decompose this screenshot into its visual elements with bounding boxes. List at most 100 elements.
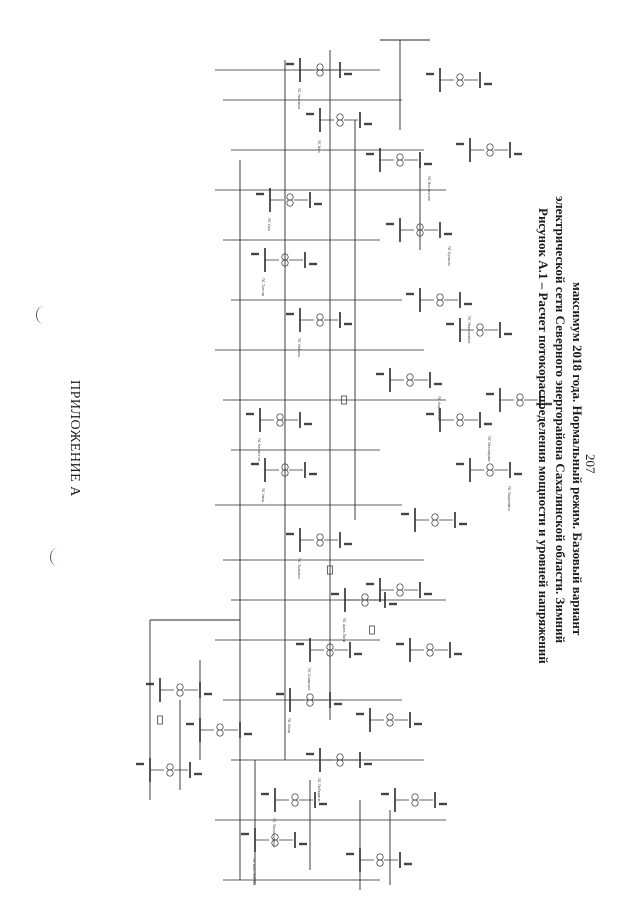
substation-label: ПС Леонидово: [487, 436, 491, 462]
value-tag: [381, 792, 389, 796]
value-tag: [356, 712, 364, 716]
transformer-winding: [316, 533, 324, 541]
transformer-winding: [436, 293, 444, 301]
transformer-winding: [286, 199, 294, 207]
transformer-winding: [376, 853, 384, 861]
transformer-winding: [276, 419, 284, 427]
value-tag: [459, 522, 467, 526]
punch-hole-mark-bottom: [50, 548, 65, 566]
value-tag: [251, 462, 259, 466]
substation-label: ПС Пограничное: [272, 818, 276, 847]
substation-label: ПС Онор: [287, 718, 291, 733]
transformer-winding: [396, 583, 404, 591]
transformer-winding: [166, 769, 174, 777]
transformer-winding: [306, 699, 314, 707]
value-tag: [514, 472, 522, 476]
value-tag: [426, 412, 434, 416]
substation-label: ПС Вал: [317, 140, 321, 153]
value-tag: [299, 842, 307, 846]
transformer-winding: [411, 799, 419, 807]
transformer-winding: [361, 593, 369, 601]
substation-label: ПС Первомайск: [467, 316, 471, 344]
value-tag: [456, 462, 464, 466]
transformer-winding: [166, 763, 174, 771]
value-tag: [424, 592, 432, 596]
substation-label: ПС Катангли: [257, 438, 261, 461]
transformer-winding: [281, 253, 289, 261]
value-tag: [404, 862, 412, 866]
value-tag: [204, 692, 212, 696]
value-tag: [286, 62, 294, 66]
transformer-winding: [361, 599, 369, 607]
value-tag: [514, 152, 522, 156]
transformer-winding: [286, 193, 294, 201]
value-tag: [504, 332, 512, 336]
transformer-winding: [291, 799, 299, 807]
value-tag: [401, 512, 409, 516]
transformer-winding: [516, 393, 524, 401]
value-tag: [136, 762, 144, 766]
transformer-winding: [396, 153, 404, 161]
transformer-winding: [291, 793, 299, 801]
transformer-winding: [436, 299, 444, 307]
value-tag: [439, 802, 447, 806]
transformer-winding: [431, 519, 439, 527]
transformer-winding: [336, 753, 344, 761]
transformer-winding: [456, 419, 464, 427]
value-tag: [306, 112, 314, 116]
transformer-winding: [336, 113, 344, 121]
value-tag: [251, 252, 259, 256]
figure-caption-line-2: электрической сети Северного энергорайон…: [553, 196, 568, 644]
value-tag: [426, 72, 434, 76]
value-tag: [446, 322, 454, 326]
transformer-winding: [281, 469, 289, 477]
value-tag: [454, 652, 462, 656]
transformer-winding: [316, 539, 324, 547]
value-tag: [376, 372, 384, 376]
transformer-winding: [281, 259, 289, 267]
transformer-winding: [486, 469, 494, 477]
transformer-winding: [316, 319, 324, 327]
value-tag: [286, 312, 294, 316]
transformer-winding: [216, 723, 224, 731]
value-tag: [241, 832, 249, 836]
value-tag: [406, 292, 414, 296]
transformer-winding: [516, 399, 524, 407]
transformer-winding: [336, 119, 344, 127]
value-tag: [364, 762, 372, 766]
transformer-winding: [316, 313, 324, 321]
transformer-winding: [406, 379, 414, 387]
transformer-winding: [396, 159, 404, 167]
value-tag: [276, 692, 284, 696]
transformer-winding: [431, 513, 439, 521]
value-tag: [414, 722, 422, 726]
transformer-winding: [271, 833, 279, 841]
value-tag: [424, 162, 432, 166]
value-tag: [456, 142, 464, 146]
substation-label: ПС Набиль: [297, 338, 301, 357]
substation-label: ПС Ноглики: [297, 88, 301, 109]
value-tag: [286, 532, 294, 536]
transformer-winding: [396, 589, 404, 597]
transformer-winding: [486, 143, 494, 151]
transformer-winding: [176, 689, 184, 697]
substation-label: ПС Тунгор: [261, 278, 265, 296]
transformer-winding: [386, 719, 394, 727]
value-tag: [186, 722, 194, 726]
reactor: [157, 715, 163, 725]
transformer-winding: [456, 413, 464, 421]
transformer-winding: [386, 713, 394, 721]
value-tag: [544, 402, 552, 406]
substation-label: ПС Буюклы: [447, 246, 451, 266]
value-tag: [346, 852, 354, 856]
transformer-winding: [456, 73, 464, 81]
transformer-winding: [216, 729, 224, 737]
value-tag: [366, 582, 374, 586]
transformer-winding: [306, 693, 314, 701]
value-tag: [484, 422, 492, 426]
transformer-winding: [406, 373, 414, 381]
reactor: [341, 395, 347, 405]
value-tag: [364, 122, 372, 126]
